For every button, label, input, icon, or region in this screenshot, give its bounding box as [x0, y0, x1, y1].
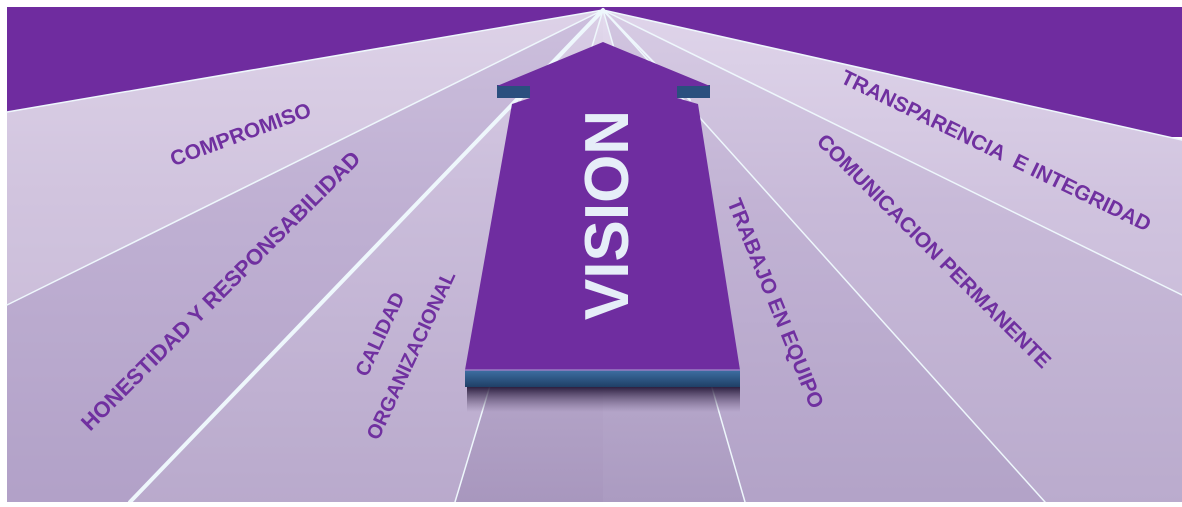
ray: [602, 9, 1182, 141]
arrow-body: [465, 42, 740, 370]
arrow-shadow: [467, 386, 740, 412]
ray: [6, 9, 604, 113]
vision-arrow: [465, 42, 740, 387]
arrow-left-wing-edge: [497, 85, 530, 98]
arrow-right-wing-edge: [677, 85, 710, 98]
sector-comunicacion: [603, 10, 1182, 502]
center-label: VISION: [573, 110, 642, 320]
ray: [602, 9, 1182, 296]
sector-honestidad: [7, 10, 603, 502]
arrow-base-edge: [465, 370, 740, 387]
ray: [6, 9, 604, 306]
